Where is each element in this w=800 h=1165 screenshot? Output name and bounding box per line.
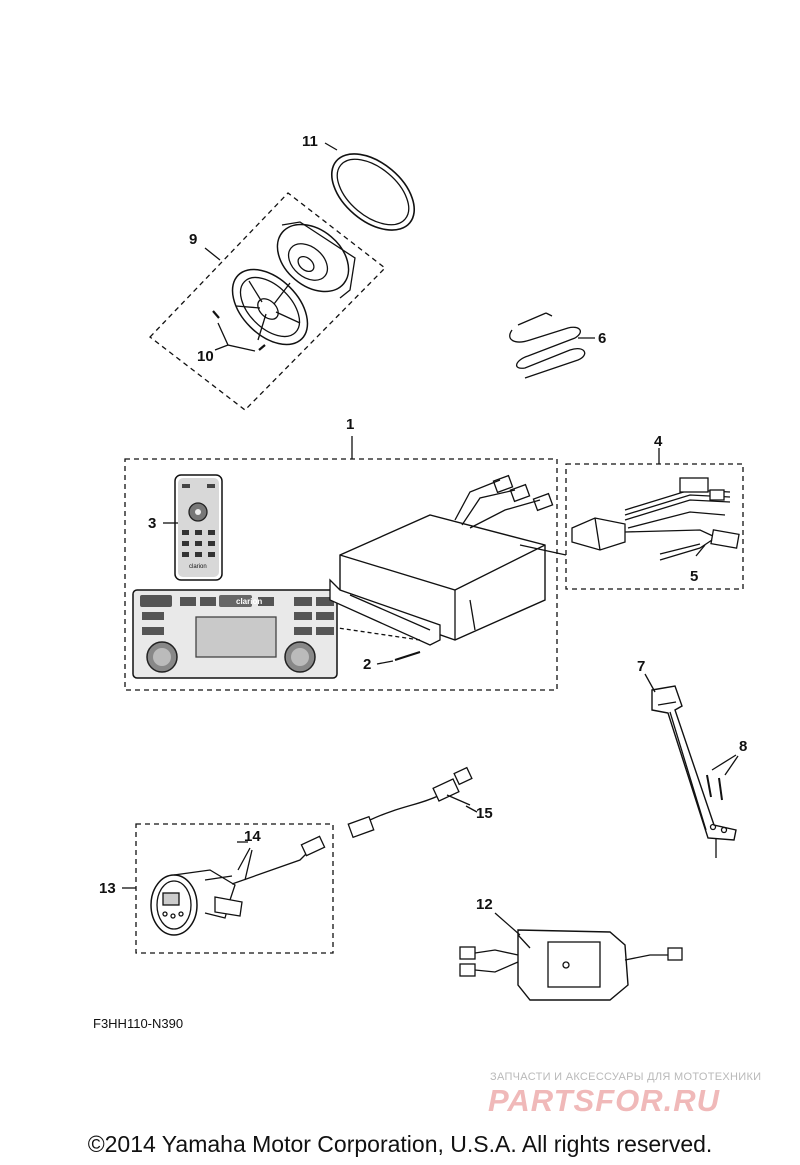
callout-12: 12	[476, 896, 493, 913]
figure-code: F3HH110-N390	[93, 1016, 184, 1031]
harness-kit-box	[565, 463, 744, 590]
callout-8: 8	[739, 738, 748, 755]
harness-6	[509, 312, 595, 379]
callout-5: 5	[690, 568, 699, 585]
watermark-logo: PARTSFOR.RU	[488, 1083, 721, 1118]
callout-6: 6	[598, 330, 607, 347]
wiring-harness-4	[571, 477, 740, 561]
copyright-notice: ©2014 Yamaha Motor Corporation, U.S.A. A…	[87, 1131, 713, 1157]
head-unit-chassis	[329, 474, 567, 665]
remote-control	[163, 474, 223, 581]
amplifier	[459, 912, 683, 1001]
callout-15: 15	[476, 805, 493, 822]
mounting-bracket	[644, 673, 739, 858]
callout-11: 11	[302, 133, 318, 150]
callout-4: 4	[654, 433, 663, 450]
head-unit-kit-box	[124, 458, 558, 691]
speaker-gasket-ring	[324, 142, 416, 231]
watermark-tagline: ЗАПЧАСТИ И АКСЕССУАРЫ ДЛЯ МОТОТЕХНИКИ	[490, 1071, 762, 1083]
callout-7: 7	[637, 658, 646, 675]
speaker-assembly	[204, 221, 356, 352]
remote-brand-label: clarion	[189, 564, 207, 570]
callout-2: 2	[363, 656, 372, 673]
usb-cable	[347, 766, 473, 839]
callout-10: 10	[197, 348, 214, 365]
faceplate-brand-label: clarion	[236, 597, 262, 606]
head-unit-faceplate	[132, 589, 338, 679]
callout-14: 14	[244, 828, 261, 845]
callout-3: 3	[148, 515, 157, 532]
callout-9: 9	[189, 231, 198, 248]
callout-13: 13	[99, 880, 116, 897]
speaker-kit-box	[149, 192, 386, 411]
remote-display	[150, 835, 326, 936]
callout-1: 1	[346, 416, 355, 433]
